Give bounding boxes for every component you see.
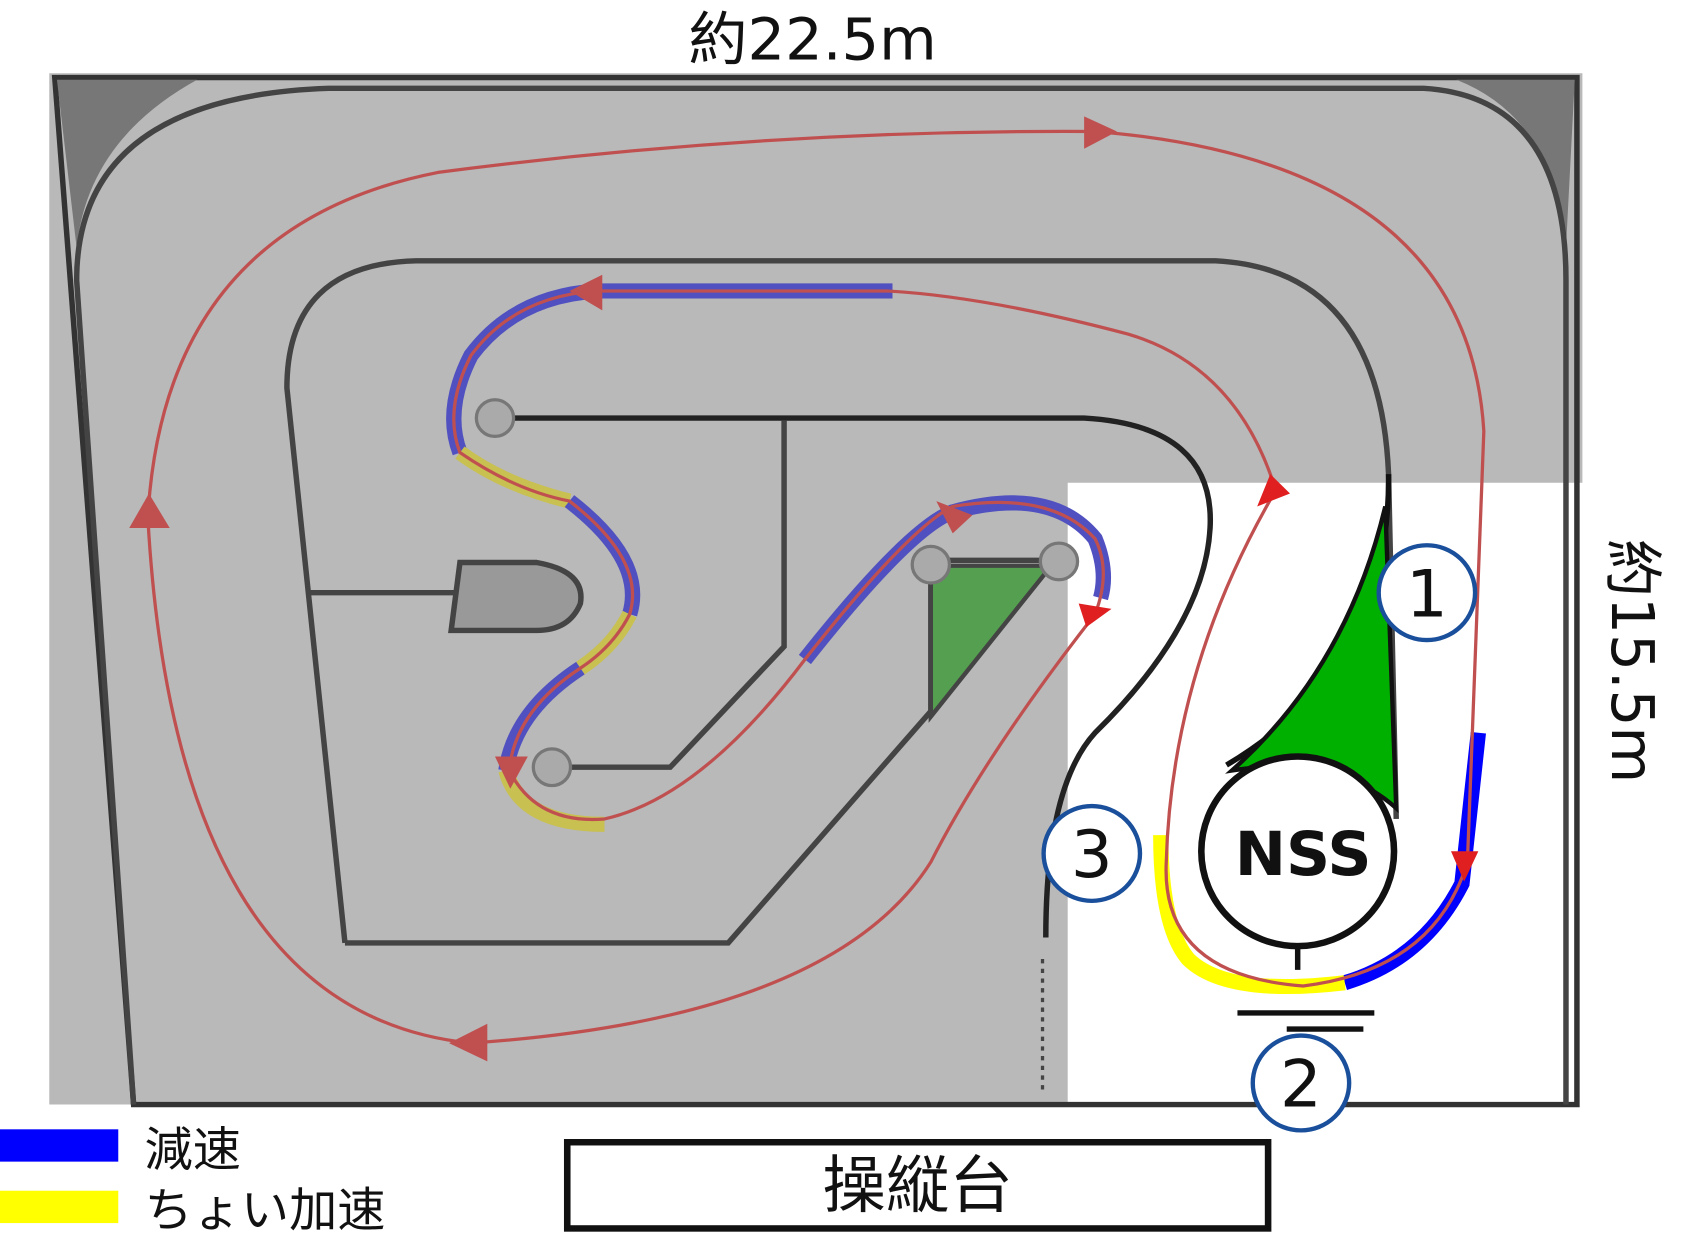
- nss-label: NSS: [1235, 820, 1372, 889]
- arrow-icon: [1450, 851, 1479, 882]
- nss-mark: [1237, 948, 1375, 1032]
- corner-tl: [56, 79, 198, 248]
- infield-line-3: [553, 420, 787, 770]
- marker-3-label: 3: [1071, 818, 1113, 893]
- pylon: [531, 747, 573, 788]
- pit-shape: [448, 559, 584, 634]
- outer-track-edge: [73, 85, 1569, 1105]
- width-label: 約22.5m: [688, 6, 936, 73]
- infield-line-2: [498, 415, 1213, 938]
- control-stand-box: [563, 1139, 1272, 1232]
- arrow-icon: [1078, 603, 1112, 628]
- legend-label-accel: ちょい加速: [145, 1184, 386, 1239]
- pylon: [474, 398, 516, 439]
- pylon: [1038, 541, 1080, 582]
- marker-1: 1: [1376, 543, 1478, 643]
- arrow-icon: [1084, 116, 1117, 149]
- direction-arrows: [129, 116, 1479, 1062]
- marker-3: 3: [1041, 803, 1143, 904]
- shaded-area: [49, 73, 1583, 1105]
- legend-label-slow: 減速: [145, 1123, 241, 1178]
- marker-2-label: 2: [1280, 1047, 1322, 1122]
- marker-1-label: 1: [1406, 557, 1448, 632]
- accel-zone-bright: [1153, 835, 1346, 995]
- corner-tr: [1456, 79, 1575, 248]
- nss-building: [1198, 753, 1398, 950]
- inner-track-edge: [284, 258, 1399, 944]
- control-stand-label: 操縦台: [822, 1149, 1013, 1221]
- arrow-icon: [448, 1023, 488, 1062]
- arrow-icon: [1257, 474, 1291, 507]
- marker-2: 2: [1250, 1033, 1352, 1133]
- arrow-icon: [569, 274, 603, 311]
- arrow-icon: [129, 493, 170, 529]
- infield-green-small: [928, 563, 1056, 723]
- arrow-icon: [936, 501, 973, 534]
- legend-swatch-accel: [0, 1190, 119, 1224]
- arrow-icon: [494, 756, 528, 789]
- legend-swatch-slow: [0, 1129, 119, 1162]
- pylon: [910, 544, 952, 585]
- height-label: 約15.5m: [1598, 539, 1667, 783]
